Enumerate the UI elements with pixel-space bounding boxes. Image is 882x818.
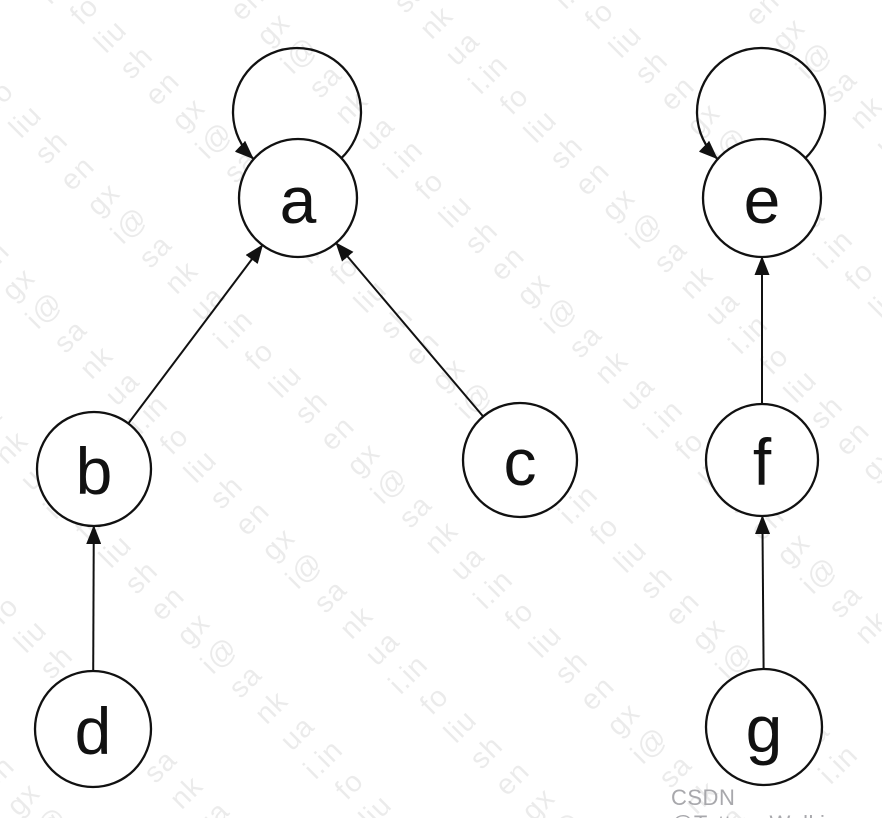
edge-d-to-b	[86, 525, 102, 672]
node-e-circle	[701, 137, 823, 259]
node-a-label: a	[280, 163, 317, 237]
csdn-attribution: CSDN @Tattoo_Welkin	[671, 785, 838, 818]
node-c-label: c	[504, 425, 537, 499]
node-a-circle	[237, 137, 359, 259]
edge-b-to-a	[127, 244, 264, 425]
edges-layer	[86, 46, 827, 672]
self-loop-e	[695, 46, 827, 160]
node-b-circle	[35, 410, 153, 528]
node-b-label: b	[76, 434, 113, 508]
node-d-circle	[33, 669, 153, 789]
node-g-circle	[704, 667, 824, 787]
node-f-circle	[704, 402, 820, 518]
nodes-layer: a b c d e f g	[33, 137, 824, 789]
node-e-label: e	[744, 163, 781, 237]
self-loop-a	[231, 46, 363, 160]
edge-c-to-a	[335, 242, 484, 418]
node-c-circle	[461, 401, 579, 519]
node-d-label: d	[75, 694, 112, 768]
edge-g-to-f	[755, 515, 771, 670]
node-f-label: f	[753, 425, 772, 499]
node-g-label: g	[746, 692, 783, 766]
